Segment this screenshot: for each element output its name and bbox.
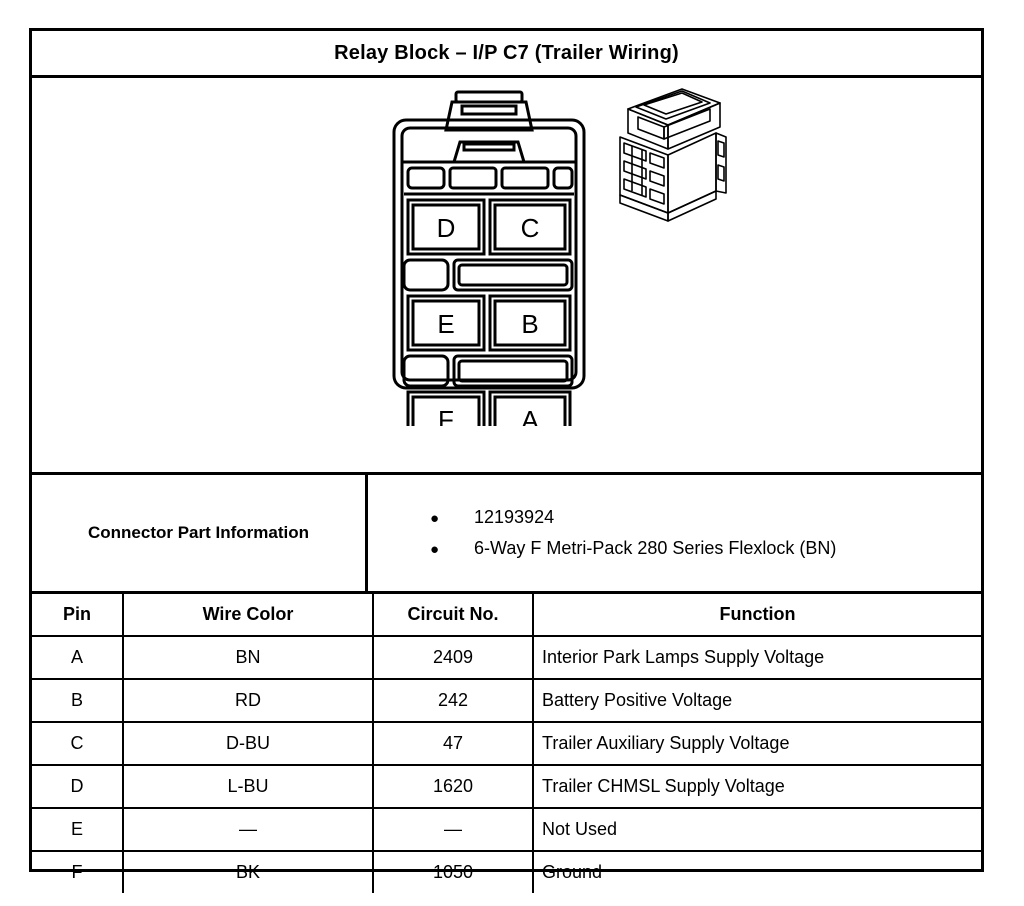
cell-wire-color: — [123,807,374,852]
header-pin: Pin [32,594,124,637]
pin-assignment-table: Pin Wire Color Circuit No. Function A BN… [32,594,981,893]
cell-pin: A [32,635,124,680]
table-row: D L-BU 1620 Trailer CHMSL Supply Voltage [32,764,981,809]
diagram-frame: Relay Block – I/P C7 (Trailer Wiring) [29,28,984,893]
cell-circuit-no: 242 [373,678,534,723]
cell-wire-color: BK [123,850,374,893]
part-description: 6-Way F Metri-Pack 280 Series Flexlock (… [474,538,837,558]
table-row: C D-BU 47 Trailer Auxiliary Supply Volta… [32,721,981,766]
pin-label-e: E [437,309,454,339]
connector-isometric-view [619,88,727,222]
cell-pin: B [32,678,124,723]
cell-pin: C [32,721,124,766]
cell-wire-color: RD [123,678,374,723]
header-circuit-no: Circuit No. [373,594,534,637]
pin-label-d: D [437,213,456,243]
table-header-row: Pin Wire Color Circuit No. Function [32,594,981,637]
connector-front-view: D C E B [392,90,586,426]
cell-function: Ground [533,850,981,893]
cell-wire-color: D-BU [123,721,374,766]
table-row: B RD 242 Battery Positive Voltage [32,678,981,723]
cell-function: Interior Park Lamps Supply Voltage [533,635,981,680]
list-item: ● 12193924 [430,507,981,528]
cell-wire-color: BN [123,635,374,680]
cell-circuit-no: 47 [373,721,534,766]
connector-part-information-label: Connector Part Information [32,475,368,591]
table-row: F BK 1050 Ground [32,850,981,893]
table-row: E — — Not Used [32,807,981,852]
part-number: 12193924 [474,507,555,527]
cell-circuit-no: 1050 [373,850,534,893]
bullet-icon: ● [430,510,440,527]
cell-pin: D [32,764,124,809]
cell-circuit-no: 2409 [373,635,534,680]
list-item: ● 6-Way F Metri-Pack 280 Series Flexlock… [430,538,981,559]
header-function: Function [533,594,981,637]
bullet-icon: ● [430,541,440,558]
cell-function: Battery Positive Voltage [533,678,981,723]
header-wire-color: Wire Color [123,594,374,637]
pin-label-a: A [521,405,539,426]
connector-illustration-panel: D C E B [32,78,981,475]
cell-function: Trailer Auxiliary Supply Voltage [533,721,981,766]
connector-part-information-row: Connector Part Information ● 12193924 ● … [32,475,981,594]
title-bar: Relay Block – I/P C7 (Trailer Wiring) [32,31,981,78]
cell-function: Trailer CHMSL Supply Voltage [533,764,981,809]
connector-part-information-list: ● 12193924 ● 6-Way F Metri-Pack 280 Seri… [368,475,981,591]
page-title: Relay Block – I/P C7 (Trailer Wiring) [334,41,679,64]
pin-label-f: F [438,405,454,426]
cell-pin: E [32,807,124,852]
cell-wire-color: L-BU [123,764,374,809]
cell-function: Not Used [533,807,981,852]
cell-circuit-no: — [373,807,534,852]
table-row: A BN 2409 Interior Park Lamps Supply Vol… [32,635,981,680]
pin-label-b: B [521,309,538,339]
cell-circuit-no: 1620 [373,764,534,809]
pin-label-c: C [521,213,540,243]
cell-pin: F [32,850,124,893]
